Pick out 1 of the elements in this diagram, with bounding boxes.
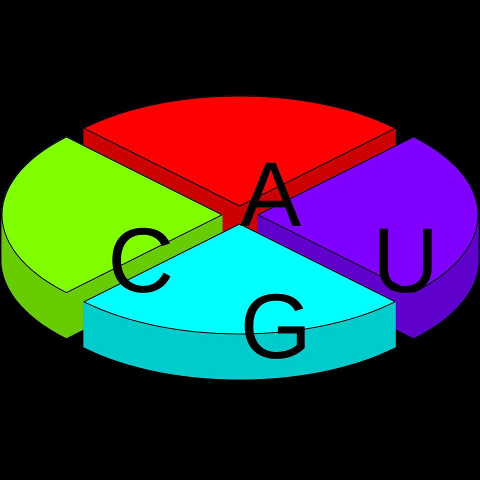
slice-letter: U (372, 214, 439, 307)
